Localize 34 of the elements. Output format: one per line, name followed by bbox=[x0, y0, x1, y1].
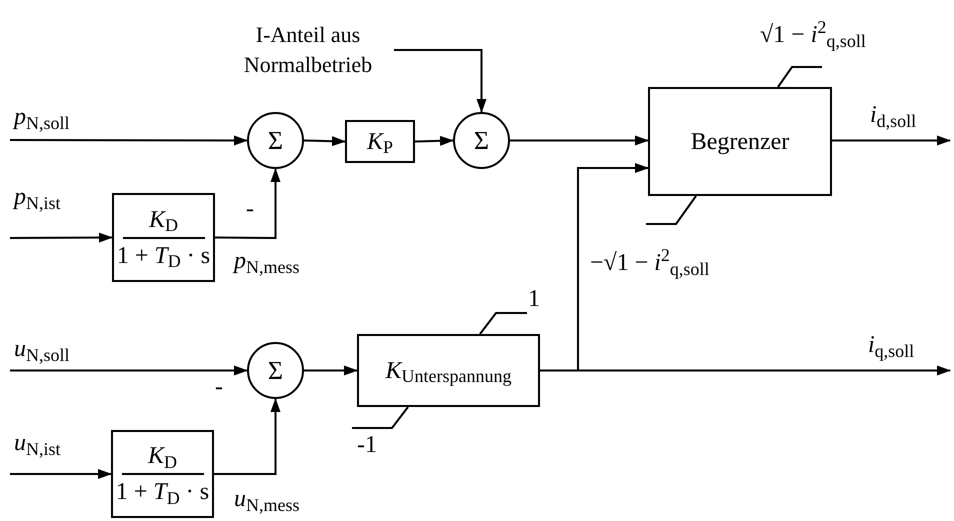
sign-label: - bbox=[246, 195, 254, 224]
annotation-text: I-Anteil aus Normalbetrieb bbox=[222, 22, 394, 78]
signal-label: u$_{N,soll}$ bbox=[14, 335, 70, 364]
transfer-block: K$_{D}$ 1 + T$_{D}$ · s bbox=[112, 193, 215, 282]
transfer-block: K$_{P}$ bbox=[345, 120, 415, 163]
transfer-block: K$_{D}$ 1 + T$_{D}$ · s bbox=[111, 430, 214, 518]
signal-label: i$_{d,soll}$ bbox=[870, 101, 916, 130]
signal-arrow bbox=[10, 469, 112, 479]
summing-junction: Σ bbox=[453, 112, 510, 169]
limit-value: 1 bbox=[528, 285, 540, 314]
limit-value: -1 bbox=[357, 431, 377, 460]
transfer-block: K$_{Unterspannung}$ bbox=[357, 334, 540, 407]
signal-label: u$_{N,mess}$ bbox=[234, 485, 300, 514]
signal-label: p$_{N,soll}$ bbox=[14, 103, 70, 132]
signal-arrow bbox=[510, 136, 649, 146]
signal-arrow bbox=[10, 366, 248, 376]
signal-arrow bbox=[414, 136, 454, 146]
summing-junction: Σ bbox=[247, 342, 304, 399]
signal-arrow bbox=[304, 366, 358, 376]
sign-label: - bbox=[215, 373, 223, 402]
signal-label: p$_{N,mess}$ bbox=[234, 247, 300, 276]
summing-junction: Σ bbox=[247, 112, 304, 169]
signal-arrow bbox=[394, 49, 486, 113]
signal-arrow bbox=[540, 163, 649, 372]
signal-arrow bbox=[10, 232, 113, 243]
signal-arrow bbox=[215, 168, 280, 239]
signal-label: p$_{N,ist}$ bbox=[14, 183, 61, 212]
signal-arrow bbox=[214, 398, 280, 475]
signal-label: i$_{q,soll}$ bbox=[868, 331, 914, 360]
transfer-block: Begrenzer bbox=[648, 87, 832, 196]
signal-arrow bbox=[304, 136, 346, 146]
signal-arrow bbox=[10, 135, 248, 146]
signal-label: u$_{N,ist}$ bbox=[14, 429, 61, 458]
signal-arrow bbox=[832, 136, 951, 146]
